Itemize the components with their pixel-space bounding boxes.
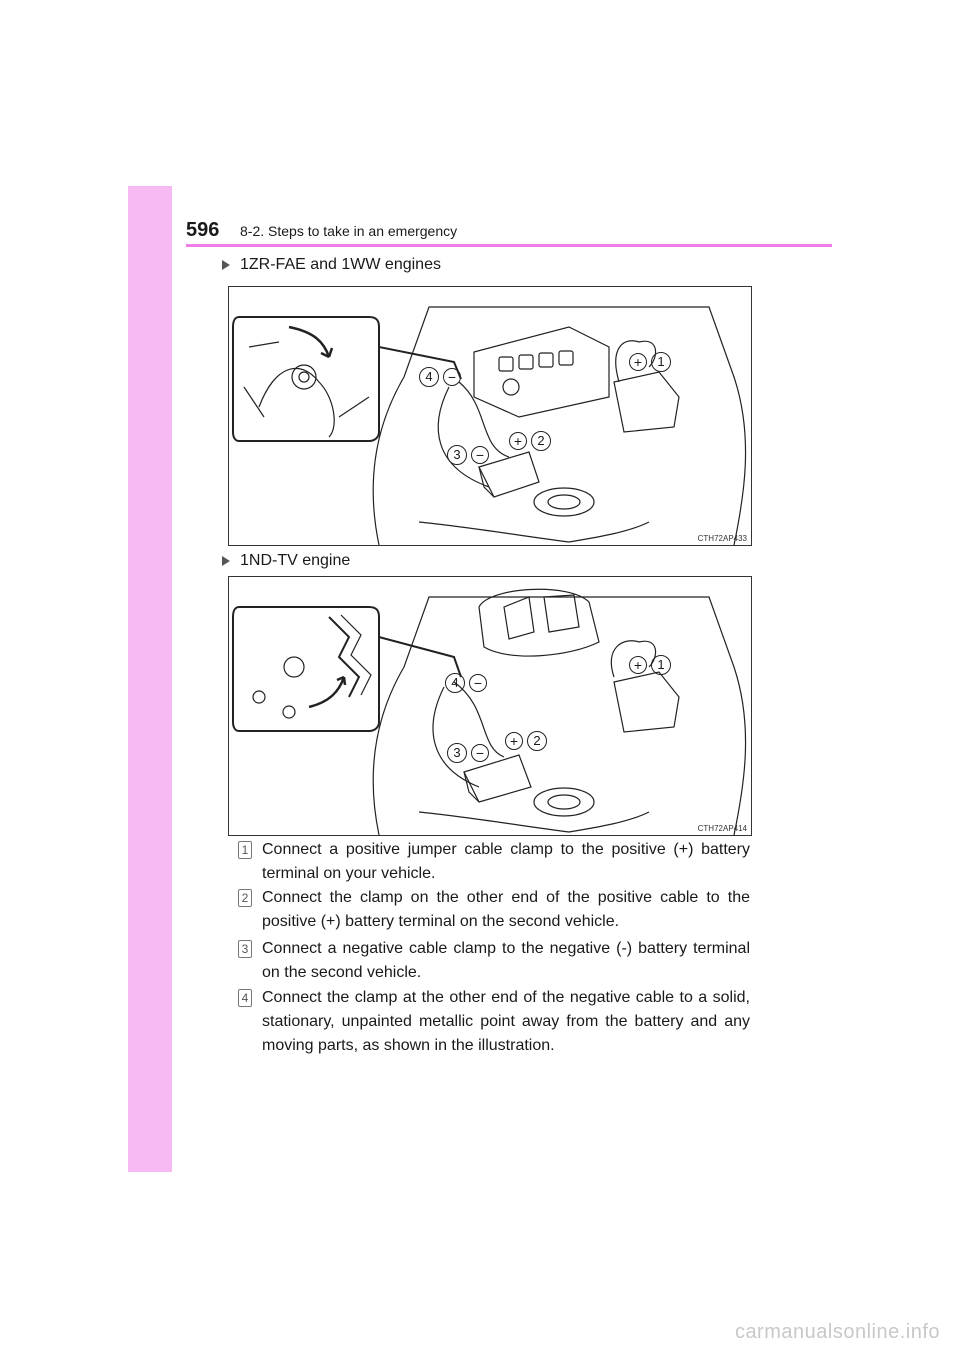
step-2: 2 Connect the clamp on the other end of … xyxy=(238,886,750,934)
figure-code: CTH72AP433 xyxy=(698,534,747,543)
plus-symbol: + xyxy=(629,656,647,674)
page-number: 596 xyxy=(186,219,219,242)
step-3: 3 Connect a negative cable clamp to the … xyxy=(238,937,750,985)
figure-code: CTH72AP414 xyxy=(698,824,747,833)
callout-number: 2 xyxy=(527,731,547,751)
callout-2: + 2 xyxy=(505,731,547,751)
step-number: 4 xyxy=(238,989,252,1007)
engine-illustration-1nd: CTH72AP414 + 1 + 2 3 − 4 − xyxy=(228,576,752,836)
figure-2-label-text: 1ND-TV engine xyxy=(240,552,350,570)
callout-number: 4 xyxy=(419,367,439,387)
figure-1-label: 1ZR-FAE and 1WW engines xyxy=(222,256,441,274)
callout-2: + 2 xyxy=(509,431,551,451)
engine-bay-drawing xyxy=(229,577,751,835)
callout-number: 1 xyxy=(651,655,671,675)
step-1: 1 Connect a positive jumper cable clamp … xyxy=(238,838,750,886)
header-divider xyxy=(186,244,832,247)
callout-number: 1 xyxy=(651,352,671,372)
figure-1-label-text: 1ZR-FAE and 1WW engines xyxy=(240,256,441,274)
bullet-triangle-icon xyxy=(222,260,230,270)
figure-2-label: 1ND-TV engine xyxy=(222,552,350,570)
callout-4: 4 − xyxy=(445,673,487,693)
bullet-triangle-icon xyxy=(222,556,230,566)
step-text: Connect a positive jumper cable clamp to… xyxy=(262,838,750,886)
step-4: 4 Connect the clamp at the other end of … xyxy=(238,986,750,1058)
step-number: 3 xyxy=(238,940,252,958)
step-number: 1 xyxy=(238,841,252,859)
callout-1: + 1 xyxy=(629,352,671,372)
callout-number: 4 xyxy=(445,673,465,693)
step-text: Connect a negative cable clamp to the ne… xyxy=(262,937,750,985)
minus-symbol: − xyxy=(443,368,461,386)
plus-symbol: + xyxy=(629,353,647,371)
step-number: 2 xyxy=(238,889,252,907)
callout-number: 3 xyxy=(447,445,467,465)
chapter-tab xyxy=(128,186,172,1172)
callout-number: 3 xyxy=(447,743,467,763)
minus-symbol: − xyxy=(469,674,487,692)
callout-3: 3 − xyxy=(447,743,489,763)
step-text: Connect the clamp on the other end of th… xyxy=(262,886,750,934)
minus-symbol: − xyxy=(471,744,489,762)
watermark: carmanualsonline.info xyxy=(735,1321,940,1344)
callout-1: + 1 xyxy=(629,655,671,675)
plus-symbol: + xyxy=(509,432,527,450)
callout-number: 2 xyxy=(531,431,551,451)
step-text: Connect the clamp at the other end of th… xyxy=(262,986,750,1058)
minus-symbol: − xyxy=(471,446,489,464)
callout-4: 4 − xyxy=(419,367,461,387)
plus-symbol: + xyxy=(505,732,523,750)
section-title: 8-2. Steps to take in an emergency xyxy=(240,223,457,239)
engine-illustration-1zr: CTH72AP433 + 1 + 2 3 − 4 − xyxy=(228,286,752,546)
engine-bay-drawing xyxy=(229,287,751,545)
callout-3: 3 − xyxy=(447,445,489,465)
